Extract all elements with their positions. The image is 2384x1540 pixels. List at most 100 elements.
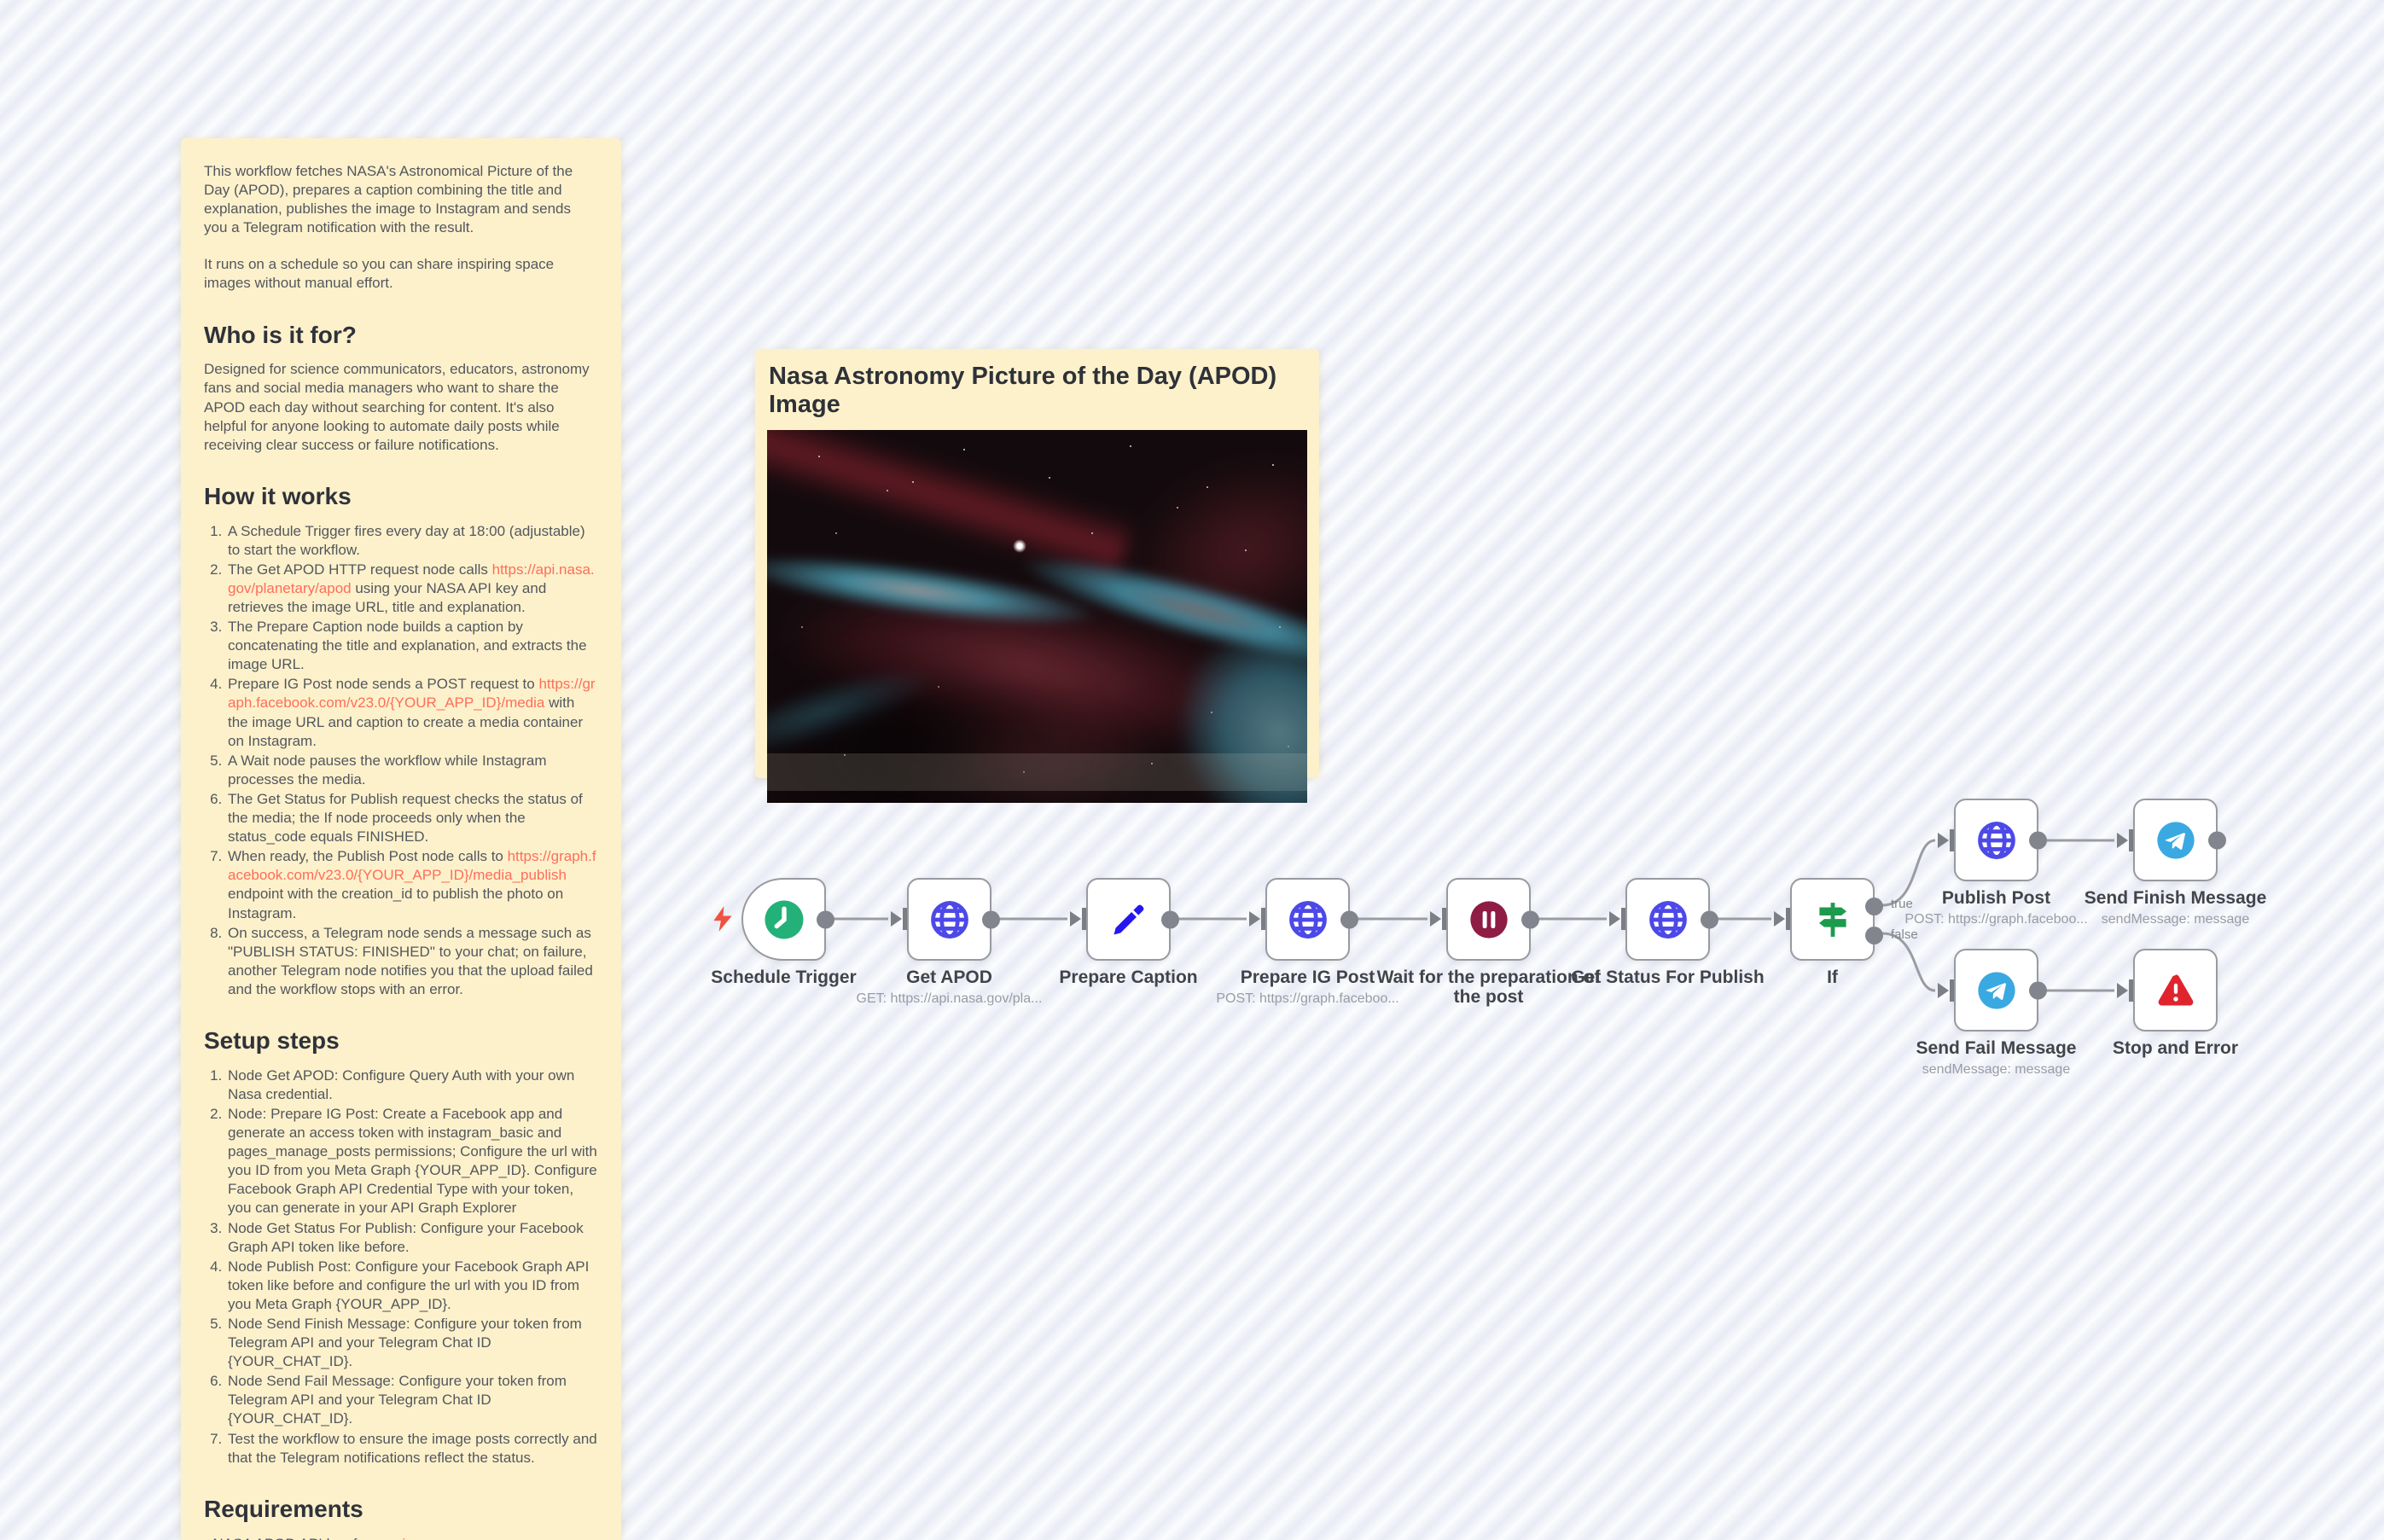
node-subtitle: POST: https://graph.faceboo... <box>1216 991 1399 1006</box>
pause-icon <box>1469 900 1508 939</box>
node-label: If <box>1827 968 1838 987</box>
node-send-fail-message[interactable]: Send Fail Message sendMessage: message <box>1916 949 2076 1077</box>
doc-list-item: Node: Prepare IG Post: Create a Facebook… <box>226 1105 598 1218</box>
doc-text: Node Publish Post: Configure your Facebo… <box>228 1258 590 1312</box>
doc-list-item: Prepare IG Post node sends a POST reques… <box>226 675 598 750</box>
output-connector[interactable] <box>2208 831 2226 849</box>
doc-text: A Schedule Trigger fires every day at 18… <box>228 522 585 558</box>
doc-text: · NASA APOD API key from <box>204 1536 387 1540</box>
doc-paragraph: This workflow fetches NASA's Astronomica… <box>204 162 598 237</box>
doc-list-item: A Wait node pauses the workflow while In… <box>226 752 598 789</box>
doc-list-item: The Get Status for Publish request check… <box>226 790 598 846</box>
node-prepare-ig-post[interactable]: Prepare IG Post POST: https://graph.face… <box>1216 878 1399 1006</box>
doc-section-heading: Setup steps <box>204 1026 340 1054</box>
doc-list-item: The Get APOD HTTP request node calls htt… <box>226 561 598 617</box>
node-label: Send Finish Message <box>2084 888 2267 908</box>
doc-text: It runs on a schedule so you can share i… <box>204 256 555 292</box>
node-get-status-for-publish[interactable]: Get Status For Publish <box>1571 878 1765 987</box>
output-connector[interactable] <box>2029 981 2047 999</box>
doc-list-item: The Prepare Caption node builds a captio… <box>226 618 598 674</box>
doc-text: When ready, the Publish Post node calls … <box>228 848 508 865</box>
doc-list-item: A Schedule Trigger fires every day at 18… <box>226 522 598 560</box>
doc-ordered-list: A Schedule Trigger fires every day at 18… <box>204 522 598 999</box>
telegram-icon <box>1977 971 2015 1009</box>
output-connector[interactable] <box>817 910 834 928</box>
doc-section-heading: Requirements <box>204 1495 363 1522</box>
doc-list-item: Node Send Fail Message: Configure your t… <box>226 1372 598 1428</box>
node-get-apod[interactable]: Get APOD GET: https://api.nasa.gov/pla..… <box>857 878 1042 1006</box>
apod-note-title: Nasa Astronomy Picture of the Day (APOD)… <box>769 363 1277 418</box>
doc-text: The Get Status for Publish request check… <box>228 790 583 846</box>
output-connector[interactable] <box>982 910 1000 928</box>
doc-link[interactable]: https://api.nasa.gov/planetary/apod <box>228 561 595 596</box>
doc-text: Node Send Finish Message: Configure your… <box>228 1315 582 1370</box>
doc-list-item: On success, a Telegram node sends a mess… <box>226 924 598 999</box>
output-connector[interactable] <box>1340 910 1358 928</box>
node-subtitle: sendMessage: message <box>1922 1062 2071 1077</box>
clock-icon <box>765 900 803 939</box>
node-label: Send Fail Message <box>1916 1038 2077 1058</box>
node-label: Prepare Caption <box>1059 968 1198 987</box>
node-subtitle: sendMessage: message <box>2101 912 2250 927</box>
doc-link[interactable]: https://graph.facebook.com/v23.0/{YOUR_A… <box>228 848 596 884</box>
node-label: Schedule Trigger <box>711 968 857 987</box>
sticky-note-documentation[interactable]: This workflow fetches NASA's Astronomica… <box>181 138 621 1540</box>
doc-link[interactable]: https://graph.facebook.com/v23.0/{YOUR_A… <box>228 676 596 712</box>
doc-list-item: When ready, the Publish Post node calls … <box>226 847 598 922</box>
doc-list-item: Node Get Status For Publish: Configure y… <box>226 1219 598 1257</box>
output-connector-true[interactable] <box>1865 898 1883 915</box>
doc-list-item: Node Publish Post: Configure your Facebo… <box>226 1258 598 1314</box>
node-label: Prepare IG Post <box>1240 968 1375 987</box>
node-if[interactable]: If <box>1790 878 1883 987</box>
output-connector[interactable] <box>1701 910 1718 928</box>
doc-ordered-list: Node Get APOD: Configure Query Auth with… <box>204 1066 598 1467</box>
node-label: Get Status For Publish <box>1571 968 1765 987</box>
sticky-note-content: This workflow fetches NASA's Astronomica… <box>204 162 598 1540</box>
doc-text: Node Get Status For Publish: Configure y… <box>228 1219 584 1255</box>
node-stop-and-error[interactable]: Stop and Error <box>2113 949 2238 1058</box>
globe-icon <box>1977 821 2015 859</box>
signpost-icon <box>1818 902 1846 937</box>
doc-link[interactable]: api.nasa.gov <box>387 1536 468 1540</box>
doc-text: . <box>468 1536 472 1540</box>
node-subtitle: GET: https://api.nasa.gov/pla... <box>856 991 1043 1006</box>
globe-icon <box>930 900 968 939</box>
node-publish-post[interactable]: Publish Post POST: https://graph.faceboo… <box>1904 799 2088 927</box>
output-connector-false[interactable] <box>1865 927 1883 944</box>
doc-text: with the image URL and caption to create… <box>228 694 584 749</box>
output-connector[interactable] <box>1521 910 1539 928</box>
doc-text: The Get APOD HTTP request node calls <box>228 561 492 578</box>
apod-nebula-image <box>767 430 1307 803</box>
doc-section-heading: Who is it for? <box>204 321 357 348</box>
branch-label-true: true <box>1891 897 1913 911</box>
doc-text: Node Get APOD: Configure Query Auth with… <box>228 1066 575 1102</box>
doc-text: Designed for science communicators, educ… <box>204 361 590 453</box>
node-label: Publish Post <box>1941 888 2051 908</box>
doc-text: Node: Prepare IG Post: Create a Facebook… <box>228 1105 597 1217</box>
warning-icon <box>2158 973 2193 1006</box>
node-send-finish-message[interactable]: Send Finish Message sendMessage: message <box>2085 799 2266 927</box>
doc-section-heading: How it works <box>204 482 352 509</box>
doc-paragraph: Designed for science communicators, educ… <box>204 360 598 454</box>
doc-requirement-line: · NASA APOD API key from api.nasa.gov. <box>204 1535 598 1540</box>
doc-text: using your NASA API key and retrieves th… <box>228 579 547 615</box>
zap-icon <box>713 906 732 932</box>
node-prepare-caption[interactable]: Prepare Caption <box>1059 878 1198 987</box>
doc-text: Node Send Fail Message: Configure your t… <box>228 1373 567 1427</box>
node-label: Wait for the preparation of the post <box>1376 968 1601 1008</box>
doc-text: endpoint with the creation_id to publish… <box>228 886 564 921</box>
node-wait[interactable]: Wait for the preparation of the post <box>1377 878 1600 1007</box>
branch-label-false: false <box>1891 927 1918 942</box>
node-schedule-trigger[interactable]: Schedule Trigger <box>711 878 857 987</box>
doc-paragraph: It runs on a schedule so you can share i… <box>204 255 598 293</box>
telegram-icon <box>2156 821 2195 859</box>
globe-icon <box>1288 900 1327 939</box>
sticky-note-apod-image[interactable]: Nasa Astronomy Picture of the Day (APOD)… <box>755 349 1319 803</box>
doc-text: This workflow fetches NASA's Astronomica… <box>204 163 573 236</box>
doc-list-item: Node Get APOD: Configure Query Auth with… <box>226 1066 598 1104</box>
node-subtitle: POST: https://graph.faceboo... <box>1904 912 2088 927</box>
output-connector[interactable] <box>1161 910 1179 928</box>
output-connector[interactable] <box>2029 831 2047 849</box>
doc-list-item: Node Send Finish Message: Configure your… <box>226 1315 598 1371</box>
